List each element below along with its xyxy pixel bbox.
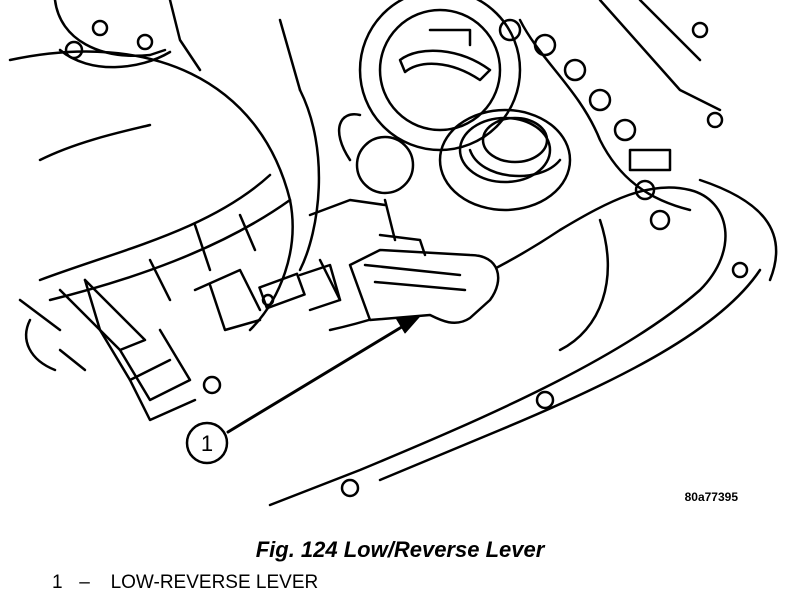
legend-dash: – [79, 572, 90, 593]
accumulator [438, 108, 572, 212]
case-flange [268, 178, 778, 507]
legend-item: 1 – LOW-REVERSE LEVER [52, 572, 318, 594]
legend-number: 1 [52, 572, 63, 593]
callout-number: 1 [201, 431, 213, 456]
callout-1: 1 [185, 421, 229, 465]
low-reverse-lever [308, 198, 500, 325]
figure-reference-code: 80a77395 [684, 490, 738, 504]
figure-caption: Fig. 124 Low/Reverse Lever [255, 537, 545, 562]
clutch-drum [8, 18, 321, 422]
valve-body-plate [498, 0, 724, 231]
transmission-illustration: 1 [8, 0, 778, 507]
legend-label: LOW-REVERSE LEVER [110, 572, 319, 593]
callout-arrow [226, 315, 421, 434]
servo-fitting [202, 263, 342, 395]
valve-plug [338, 0, 522, 195]
transmission-case [38, 0, 202, 162]
